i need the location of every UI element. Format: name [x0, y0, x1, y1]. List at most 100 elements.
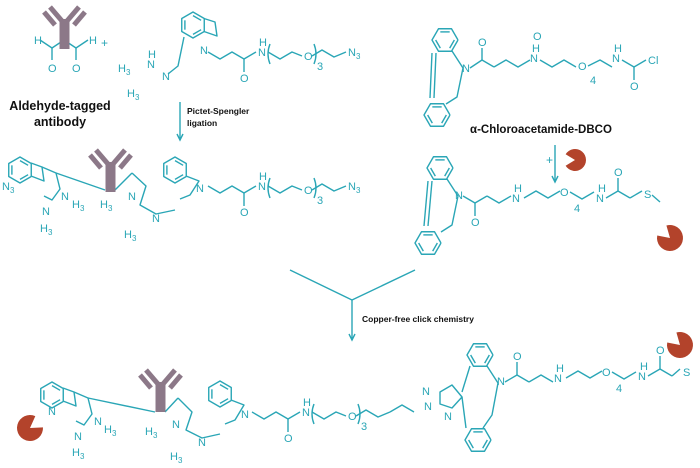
- atom-label: O: [72, 63, 81, 75]
- atom-label: 3: [317, 195, 323, 207]
- dbco-benzene: [431, 28, 459, 52]
- propanoyl-chain: [251, 411, 301, 420]
- alkyne: [433, 52, 437, 99]
- atom-label: N: [48, 406, 56, 418]
- acetyl: [647, 368, 673, 377]
- bracket: [357, 403, 361, 425]
- double-bond: [444, 167, 450, 177]
- double-bond: [432, 242, 438, 252]
- atom-label: N: [74, 431, 82, 443]
- atom-label: N: [147, 59, 155, 71]
- antibody-light-chain: [138, 373, 153, 390]
- acyl: [462, 195, 488, 204]
- atom-label: 3: [361, 421, 367, 433]
- peg: [523, 190, 561, 199]
- alkyne: [429, 52, 433, 99]
- linker: [55, 172, 106, 191]
- pyrrole-ring: [62, 387, 77, 407]
- double-bond: [441, 114, 447, 124]
- double-bond: [174, 160, 184, 166]
- atom-label: O: [578, 61, 587, 73]
- atom-label: H: [303, 397, 311, 409]
- atom-label: O: [533, 31, 542, 43]
- converging-lines: [289, 269, 416, 301]
- propanoyl-chain: [207, 51, 257, 60]
- atom-label: 4: [574, 203, 580, 215]
- methylene: [167, 36, 185, 75]
- atom-label: H3: [104, 424, 117, 438]
- double-bond: [427, 114, 433, 124]
- atom-label: O: [614, 167, 623, 179]
- bracket: [267, 43, 271, 65]
- atom-label: H: [259, 37, 267, 49]
- atom-label: N: [94, 416, 102, 428]
- antibody-arm: [65, 5, 81, 23]
- payload-pacman-icon: [565, 149, 587, 171]
- atom-label: N: [455, 190, 463, 202]
- atom-label: O: [656, 345, 665, 357]
- atom-label: H: [614, 43, 622, 55]
- peg-unit: [267, 51, 303, 60]
- atom-label: O: [240, 207, 249, 219]
- atom-label: H3: [170, 451, 183, 465]
- atom-label: N: [241, 409, 249, 421]
- peg: [587, 59, 613, 68]
- peg: [565, 370, 603, 379]
- atom-label: N: [198, 437, 206, 449]
- peg-unit: [311, 411, 347, 420]
- antibody-icon: [42, 5, 87, 49]
- atom-label: N: [497, 376, 505, 388]
- atom-label: N: [128, 191, 136, 203]
- atom-label: O: [471, 217, 480, 229]
- arrowhead-icon: [551, 175, 559, 184]
- double-bond: [19, 160, 29, 166]
- cyclooctyne: [482, 365, 499, 429]
- acyl: [469, 59, 495, 69]
- atom-label: N: [162, 71, 170, 83]
- atom-label: O: [560, 187, 569, 199]
- double-bond: [418, 242, 424, 252]
- atom-label: H: [532, 43, 540, 55]
- atom-label: O: [304, 51, 313, 63]
- antibody-arm: [111, 148, 127, 166]
- antibody-light-chain: [118, 153, 133, 170]
- dbco-reagent-label: α-Chloroacetamide-DBCO: [470, 124, 612, 136]
- bracket: [267, 177, 271, 199]
- dbco-benzene: [423, 103, 451, 127]
- atom-label: N: [61, 191, 69, 203]
- atom-label: N: [172, 419, 180, 431]
- ethyl: [311, 183, 347, 192]
- atom-label: N: [302, 407, 310, 419]
- double-bond: [192, 15, 202, 21]
- alkyne: [423, 180, 429, 227]
- ethyl: [389, 404, 415, 413]
- atom-label: N3: [348, 47, 361, 61]
- atom-label: N3: [2, 181, 15, 195]
- atom-label: H: [556, 363, 564, 375]
- payload-pacman-icon: [17, 415, 43, 442]
- ethyl: [311, 49, 347, 58]
- thioether: [651, 194, 661, 203]
- dbco-benzene: [466, 343, 494, 367]
- atom-label: N: [424, 401, 432, 413]
- acyl: [504, 374, 530, 383]
- dbco-benzene: [414, 231, 442, 255]
- atom-label: H3: [127, 88, 140, 102]
- tetrahydropyridazine: [41, 166, 61, 201]
- peg: [569, 191, 595, 200]
- atom-label: N: [612, 53, 620, 65]
- alkyne: [427, 180, 433, 227]
- tetrahydropyridazine: [73, 391, 93, 426]
- atom-label: H3: [124, 229, 137, 243]
- double-bond: [19, 174, 29, 180]
- cyclooctyne: [440, 178, 459, 233]
- atom-label: H3: [72, 199, 85, 213]
- plus-sign-2: +: [546, 153, 553, 167]
- atom-label: O: [630, 81, 639, 93]
- atom-label: H: [89, 35, 97, 47]
- atom-label: H: [34, 35, 42, 47]
- payload-pacman-icon: [657, 225, 683, 251]
- atom-label: H3: [72, 447, 85, 461]
